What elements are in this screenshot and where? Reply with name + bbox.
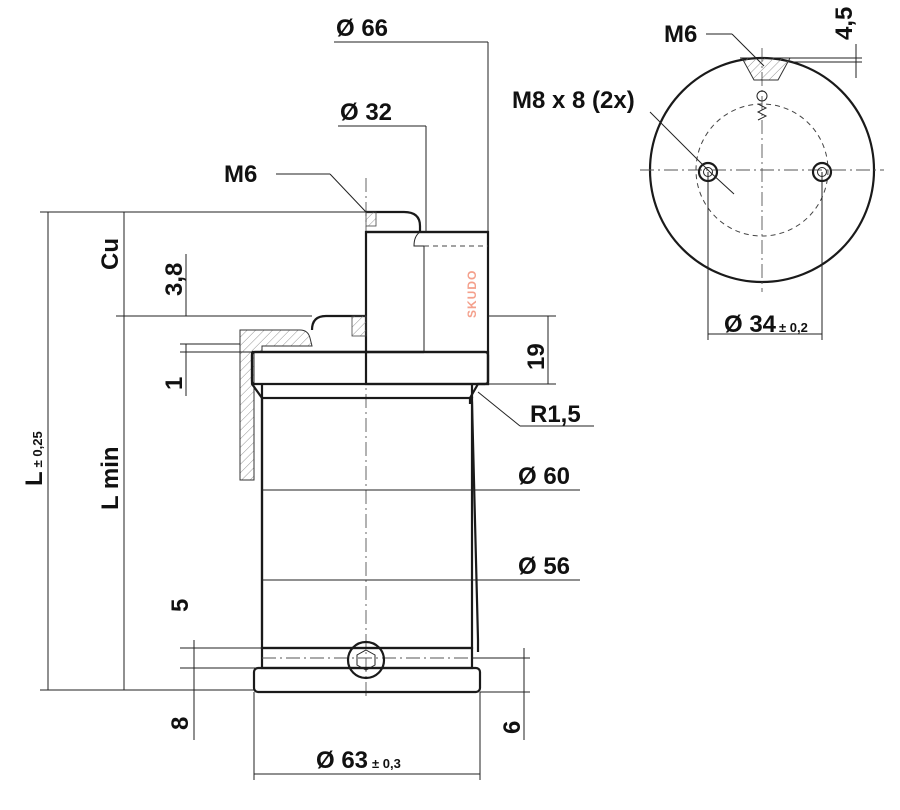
- lower-stud: [310, 314, 366, 331]
- top-view: 4,5 M6 M8 x 8 (2x) Ø 34± 0,2: [512, 7, 884, 340]
- piston-inner-profile: [413, 231, 425, 352]
- dim-m6-left: M6: [224, 161, 257, 188]
- m6-thread-lower: [351, 315, 367, 337]
- dim-d66: Ø 66: [336, 15, 388, 42]
- dim-d32: Ø 32: [340, 99, 392, 126]
- dim-d60: Ø 60: [518, 463, 570, 490]
- dim-3-8: 3,8: [161, 263, 188, 296]
- piston-top-stud: [366, 210, 422, 232]
- m6-thread-top: [365, 211, 377, 227]
- dim-4-5: 4,5: [831, 7, 858, 40]
- cylinder-body: [260, 396, 474, 650]
- dim-cu: Cu: [97, 238, 124, 270]
- m6-top-feature: [741, 57, 791, 81]
- side-view: SKUDO Ø 66 Ø 32 M6: [21, 15, 594, 780]
- dim-5: 5: [167, 599, 194, 612]
- dim-m6-right: M6: [664, 21, 697, 48]
- dim-l-min: L min: [97, 446, 124, 510]
- dim-L: L± 0,25: [21, 431, 48, 486]
- dim-1: 1: [161, 377, 188, 390]
- spring-icon: [756, 103, 768, 121]
- base-plate: [252, 666, 482, 694]
- dim-8: 8: [167, 717, 194, 730]
- dim-6: 6: [499, 721, 526, 734]
- hex-socket-icon: [356, 649, 376, 671]
- ball-icon: [756, 90, 768, 102]
- dim-m8x8: M8 x 8 (2x): [512, 87, 635, 114]
- cylinder-head: [250, 350, 490, 386]
- hex-screw-icon: [346, 640, 386, 680]
- brand-text: SKUDO: [465, 270, 479, 318]
- dim-19: 19: [523, 343, 550, 370]
- dim-d34: Ø 34± 0,2: [724, 311, 808, 338]
- dim-d63: Ø 63± 0,3: [316, 747, 401, 774]
- dim-r1-5: R1,5: [530, 401, 581, 428]
- dim-d56: Ø 56: [518, 553, 570, 580]
